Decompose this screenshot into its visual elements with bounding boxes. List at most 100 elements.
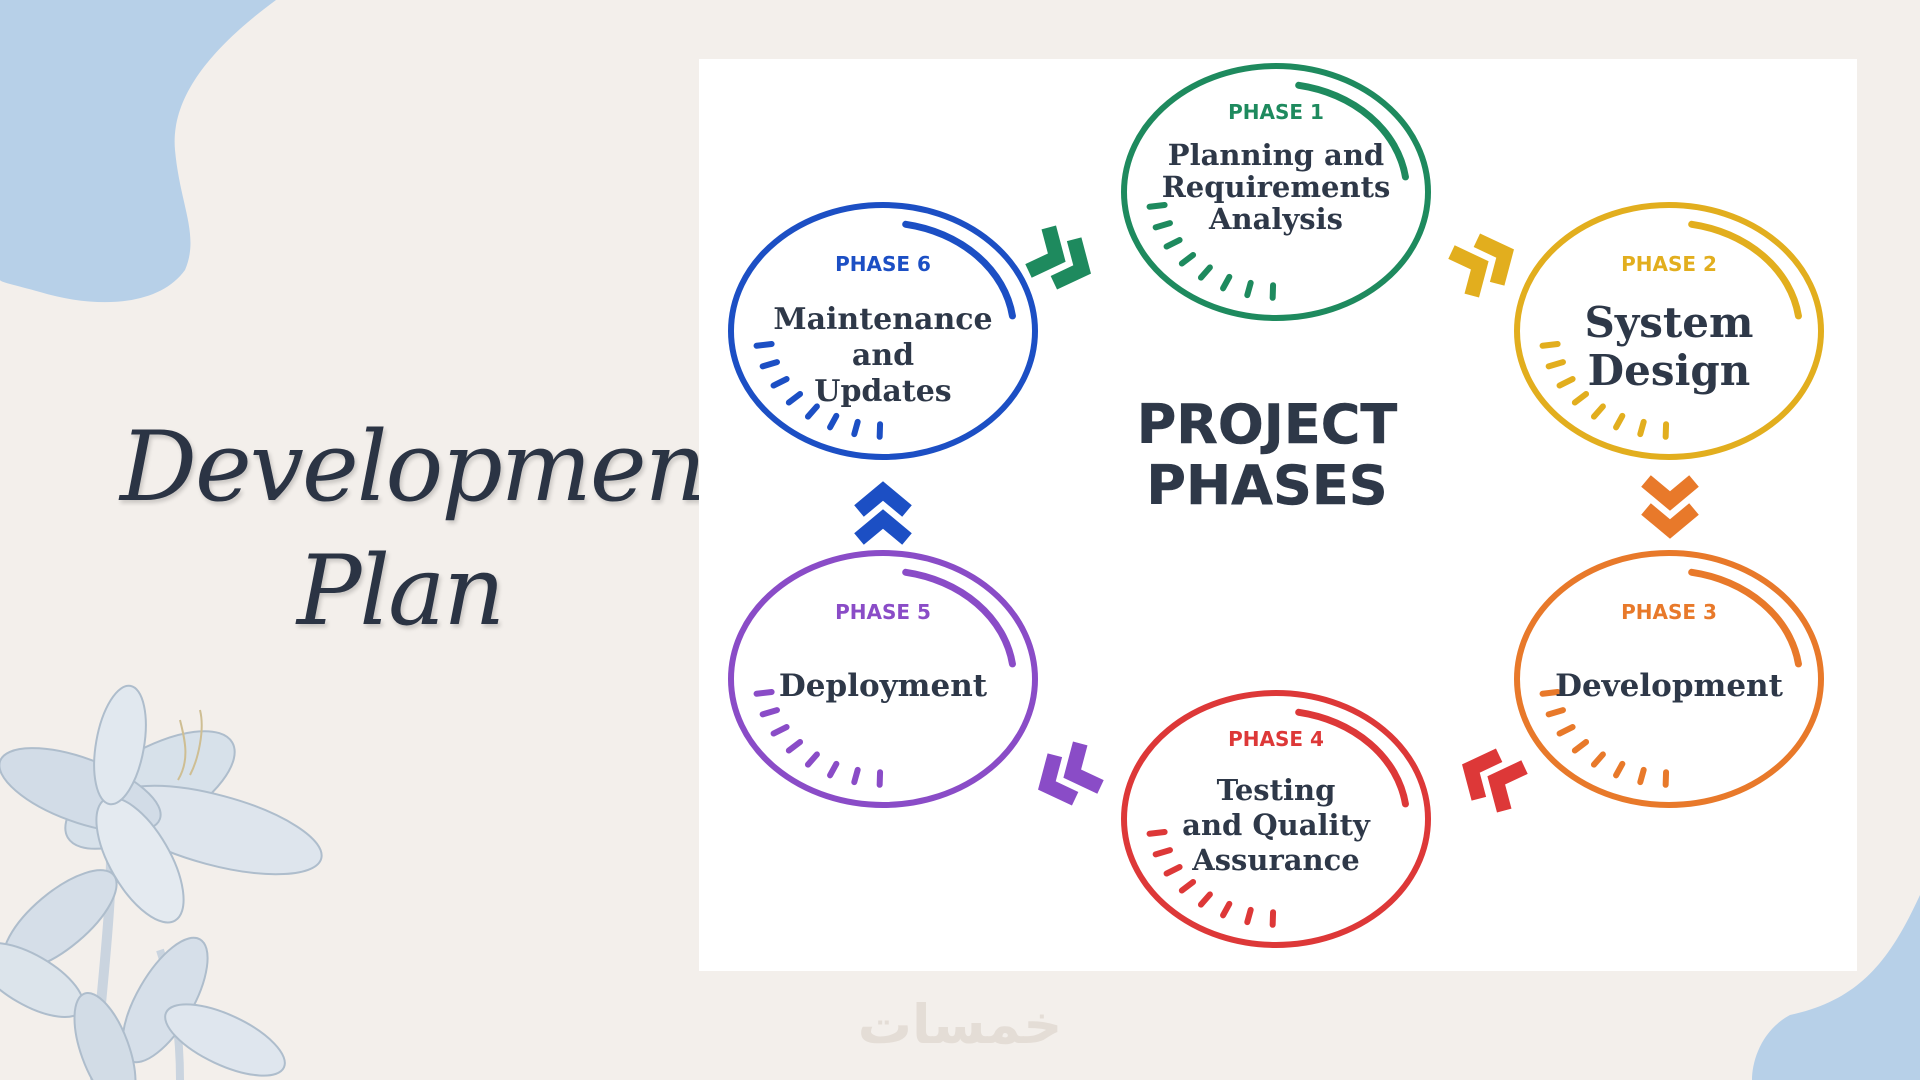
phase-tick-mark: [1556, 724, 1576, 737]
phase-tag: PHASE 1: [1228, 100, 1324, 124]
phase-tick-mark: [753, 340, 775, 349]
phase-tick-mark: [1146, 201, 1168, 210]
transition-chevron-2: [1448, 233, 1514, 298]
phase-tick-mark: [1637, 418, 1647, 438]
phase-tick-mark: [827, 412, 840, 431]
center-title-line-1: PROJECT: [1137, 393, 1398, 456]
phase-tick-mark: [1244, 906, 1254, 926]
phase-tick-mark: [1613, 412, 1626, 431]
phase-tick-mark: [1613, 760, 1626, 779]
phase-3-node: PHASE 3 Development: [1514, 550, 1824, 808]
phase-progress-arc: [902, 220, 1016, 320]
phase-tick-mark: [1556, 376, 1576, 389]
project-phases-diagram: PROJECT PHASES PHASE 1 Planning andRequir…: [728, 63, 1824, 948]
phase-progress-arc: [1295, 81, 1409, 181]
phase-ring: [1514, 202, 1824, 460]
slide-title-line-1: Development: [120, 411, 743, 523]
phase-label-line: Design: [1588, 346, 1751, 395]
phase-tick-mark: [759, 359, 780, 370]
transition-chevron-4: [1462, 748, 1528, 813]
chevron-icon: [1462, 748, 1503, 801]
chevron-icon: [1473, 233, 1514, 286]
phase-tick-mark: [1220, 900, 1233, 919]
phase-tick-mark: [1197, 264, 1213, 281]
bottom-right-blob: [1752, 895, 1920, 1080]
chevron-icon: [1448, 245, 1489, 298]
phase-label-line: Analysis: [1208, 202, 1343, 236]
phase-tick-mark: [804, 403, 820, 420]
phase-label-line: Requirements: [1162, 170, 1391, 204]
phase-label-line: System: [1585, 298, 1754, 347]
phase-tick-mark: [1152, 220, 1173, 231]
phase-tick-mark: [1637, 766, 1647, 786]
phase-tag: PHASE 5: [835, 600, 931, 624]
chevron-icon: [854, 481, 912, 517]
phase-tag: PHASE 4: [1228, 727, 1324, 751]
phase-tick-mark: [1539, 340, 1561, 349]
phase-label-line: Assurance: [1191, 843, 1360, 877]
phase-tag: PHASE 6: [835, 252, 931, 276]
phase-label-line: Testing: [1217, 773, 1336, 807]
phase-tick-mark: [1590, 751, 1606, 768]
chevron-icon: [1025, 225, 1066, 278]
chevron-icon: [854, 509, 912, 545]
phase-tick-mark: [851, 766, 861, 786]
slide-title: Development Plan: [120, 405, 743, 653]
phase-label-line: Development: [1555, 668, 1784, 704]
phase-label-line: and Quality: [1182, 808, 1371, 842]
slide-title-line-2: Plan: [296, 535, 505, 647]
phase-tick-mark: [753, 688, 775, 697]
phase-tick-mark: [1163, 864, 1183, 877]
phase-tick-mark: [1571, 390, 1590, 406]
phase-tick-mark: [1545, 359, 1566, 370]
phase-ring: [1121, 63, 1431, 321]
transition-chevron-3: [1641, 475, 1699, 539]
phase-tick-mark: [1178, 878, 1197, 894]
phase-tick-mark: [1163, 237, 1183, 250]
phase-tick-mark: [770, 376, 790, 389]
phase-progress-arc: [902, 568, 1016, 668]
chevron-icon: [1641, 503, 1699, 539]
transition-chevron-5: [1038, 741, 1104, 806]
center-title-line-2: PHASES: [1146, 454, 1387, 517]
phase-tick-mark: [827, 760, 840, 779]
flower-illustration: [0, 684, 323, 1080]
phase-tick-mark: [851, 418, 861, 438]
phase-tick-mark: [785, 390, 804, 406]
phase-tick-mark: [1590, 403, 1606, 420]
phase-tag: PHASE 2: [1621, 252, 1717, 276]
transition-chevron-6: [854, 481, 912, 545]
phase-ring: [728, 550, 1038, 808]
phase-progress-arc: [1688, 220, 1802, 320]
phase-tick-mark: [785, 738, 804, 754]
phase-progress-arc: [1688, 568, 1802, 668]
phase-tick-mark: [1197, 891, 1213, 908]
phase-label-line: Updates: [814, 374, 951, 409]
phase-tick-mark: [1146, 828, 1168, 837]
transition-chevron-1: [1025, 225, 1091, 290]
phase-tick-mark: [1152, 847, 1173, 858]
phase-5-node: PHASE 5 Deployment: [728, 550, 1038, 808]
phase-ring: [728, 202, 1038, 460]
top-left-blob: [0, 0, 276, 303]
phase-tick-mark: [759, 707, 780, 718]
chevron-icon: [1038, 753, 1079, 806]
site-watermark: خمسات: [857, 993, 1063, 1056]
phase-tick-mark: [1178, 251, 1197, 267]
phase-tick-mark: [1545, 707, 1566, 718]
phase-label-line: Maintenance: [773, 302, 992, 337]
phase-ring: [1514, 550, 1824, 808]
chevron-icon: [1641, 475, 1699, 511]
phase-tick-mark: [1220, 273, 1233, 292]
phase-tick-mark: [1244, 279, 1254, 299]
phase-tag: PHASE 3: [1621, 600, 1717, 624]
phase-label-line: Planning and: [1168, 138, 1384, 172]
phase-tick-mark: [804, 751, 820, 768]
phase-label-line: Deployment: [779, 668, 988, 704]
